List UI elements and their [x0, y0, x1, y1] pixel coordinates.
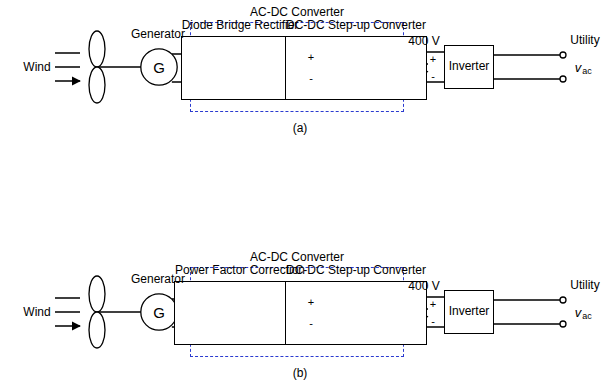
converter-group: AC-DC ConverterPower Factor CorrectionDC…	[190, 267, 404, 357]
polarity-mark: -	[431, 316, 435, 327]
generator-circle: G	[140, 293, 178, 331]
converter-box: DC-DC Step-up Converter	[285, 36, 427, 100]
node-text: DC-DC Step-up Converter	[286, 264, 426, 278]
polarity-mark: +	[430, 54, 436, 65]
converter-box: Diode Bridge Rectifier	[181, 36, 299, 100]
generator-label: Generator	[131, 28, 185, 40]
panel-label: (a)	[293, 122, 308, 134]
converter-box: DC-DC Step-up Converter	[285, 281, 427, 345]
node-text: G	[153, 59, 165, 76]
utility-label: Utility	[570, 279, 599, 291]
polarity-mark: -	[309, 318, 313, 329]
wire-pair	[427, 52, 444, 82]
voltage-label: 400 V	[408, 280, 439, 292]
polarity-mark: -	[431, 71, 435, 82]
node-text: AC-DC Converter	[250, 5, 344, 19]
turbine-blade	[89, 67, 105, 103]
wire-pair	[427, 297, 444, 327]
signal-subscript: ac	[582, 67, 592, 76]
node-text: Power Factor Correction	[175, 264, 305, 278]
wind-label: Wind	[23, 61, 50, 73]
utility-label: Utility	[570, 34, 599, 46]
polarity-mark: -	[309, 73, 313, 84]
wind-label: Wind	[23, 306, 50, 318]
node-text: Diode Bridge Rectifier	[182, 19, 299, 33]
signal-subscript: ac	[582, 312, 592, 321]
panel-label: (b)	[293, 367, 308, 379]
turbine-blade	[89, 31, 105, 67]
node-text: Inverter	[449, 60, 490, 74]
signal-name: v	[575, 306, 582, 319]
generator-circle: G	[140, 48, 178, 86]
voltage-label: 400 V	[408, 35, 439, 47]
node-text: G	[153, 304, 165, 321]
output-terminal	[485, 52, 566, 82]
node-text: DC-DC Step-up Converter	[286, 19, 426, 33]
generator-label: Generator	[131, 273, 185, 285]
polarity-mark: +	[308, 297, 314, 308]
node-text: Inverter	[449, 305, 490, 319]
illustration-row	[55, 276, 566, 348]
converter-group: AC-DC ConverterDiode Bridge RectifierDC-…	[190, 22, 404, 112]
polarity-mark: +	[430, 299, 436, 310]
wind-arrow	[55, 53, 80, 81]
inverter-box: Inverter	[444, 290, 494, 334]
polarity-mark: +	[308, 52, 314, 63]
shaft	[97, 66, 145, 67]
node-text: AC-DC Converter	[250, 250, 344, 264]
inverter-box: Inverter	[444, 45, 494, 89]
signal-name: v	[575, 61, 582, 74]
